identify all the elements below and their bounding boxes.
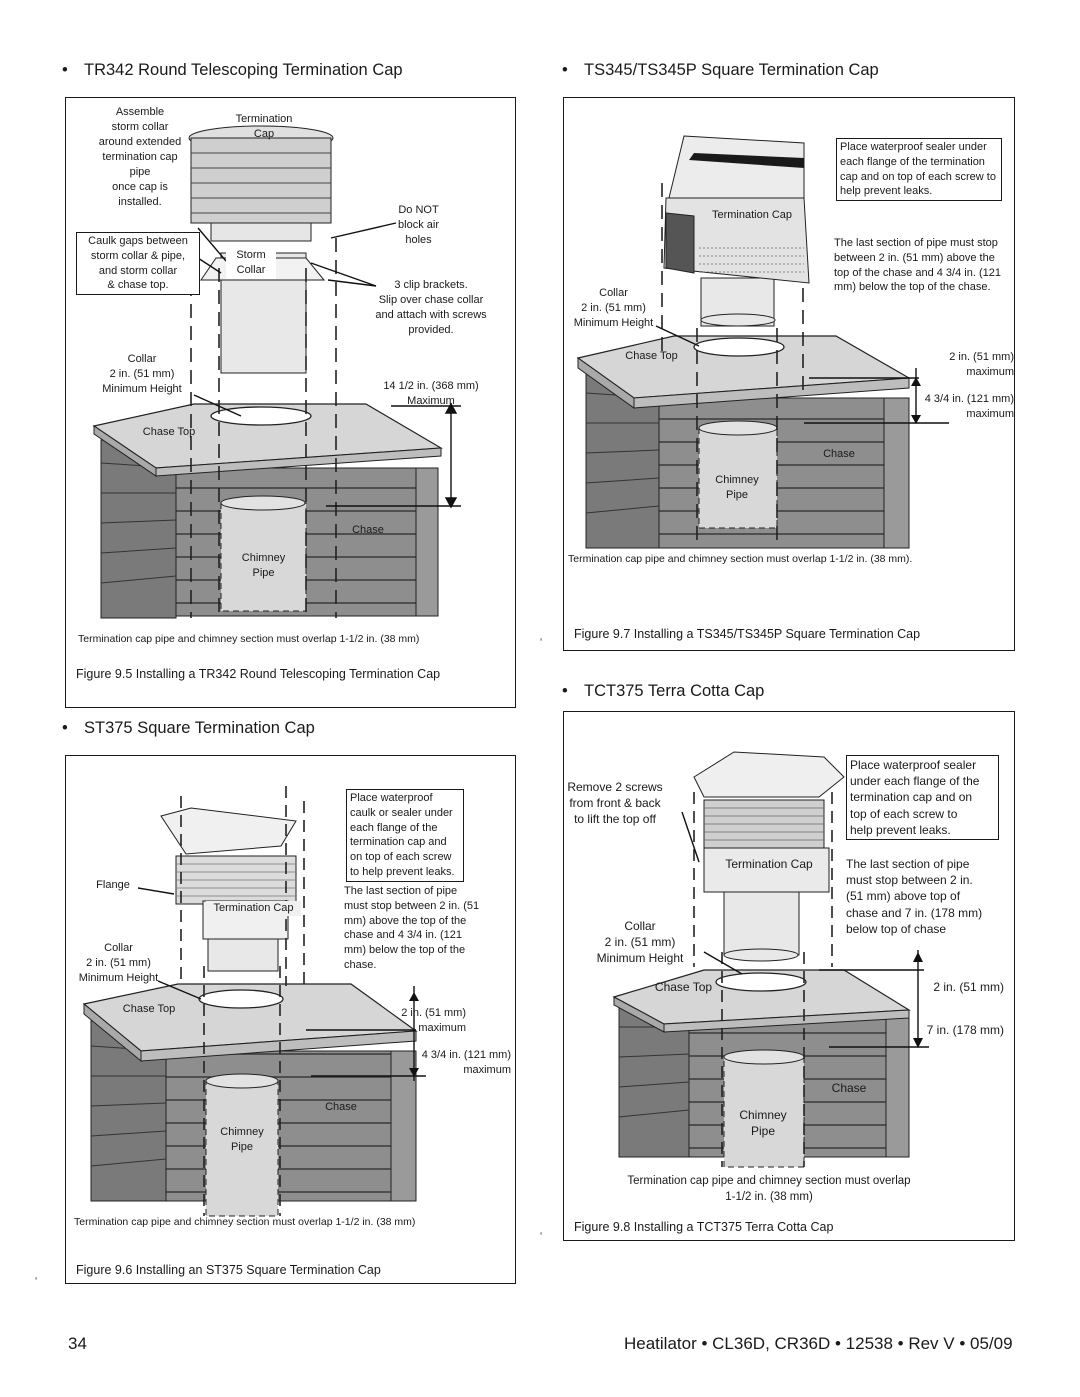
remove-screws-note: Remove 2 screws from front & back to lif… <box>567 780 663 826</box>
stray-mark: ‘ <box>540 1231 543 1242</box>
stray-mark: ‘ <box>35 1276 38 1287</box>
chimney-pipe-label: Chimney Pipe <box>715 474 759 501</box>
heading-ts345: •TS345/TS345P Square Termination Cap <box>562 61 879 79</box>
figure-9-5-caption: Figure 9.5 Installing a TR342 Round Tele… <box>76 667 441 681</box>
collar-label: Collar 2 in. (51 mm) Minimum Height <box>78 942 159 984</box>
document-info: Heatilator • CL36D, CR36D • 12538 • Rev … <box>624 1334 1013 1353</box>
chase-label: Chase <box>823 448 855 460</box>
stray-mark: ‘ <box>540 637 543 648</box>
termination-cap-label: Termination Cap <box>714 856 824 872</box>
last-section-note: The last section of pipe must stop betwe… <box>834 237 1001 294</box>
caulk-note: Caulk gaps between storm collar & pipe, … <box>76 232 200 296</box>
figure-9-8-panel: Place waterproof sealer under each flang… <box>563 711 1015 1241</box>
heading-st375: •ST375 Square Termination Cap <box>62 719 315 737</box>
dim-4in-label: 4 3/4 in. (121 mm) maximum <box>924 393 1014 420</box>
chase-top-label: Chase Top <box>625 350 678 362</box>
collar-label: Collar 2 in. (51 mm) Minimum Height <box>596 919 684 965</box>
page-number: 34 <box>68 1334 87 1353</box>
dim-2in-label: 2 in. (51 mm) maximum <box>949 351 1014 378</box>
figure-9-8-caption: Figure 9.8 Installing a TCT375 Terra Cot… <box>574 1220 834 1234</box>
figure-9-6-caption: Figure 9.6 Installing an ST375 Square Te… <box>76 1263 381 1277</box>
chase-top-label: Chase Top <box>654 980 713 994</box>
st375-illustration <box>82 786 426 1217</box>
assemble-note: Assemble storm collar around extended te… <box>98 106 182 208</box>
dim-4in-label: 4 3/4 in. (121 mm) maximum <box>421 1049 511 1076</box>
collar-label: Collar 2 in. (51 mm) Minimum Height <box>573 287 654 329</box>
overlap-note: Termination cap pipe and chimney section… <box>74 1216 416 1228</box>
chimney-pipe-label: Chimney Pipe <box>739 1108 787 1138</box>
ts345-illustration <box>576 135 949 549</box>
last-section-note: The last section of pipe must stop betwe… <box>846 857 983 936</box>
last-section-note: The last section of pipe must stop betwe… <box>344 885 480 971</box>
chimney-pipe-label: Chimney Pipe <box>241 552 286 579</box>
sealer-note: Place waterproof sealer under each flang… <box>846 755 999 841</box>
chase-label: Chase <box>352 524 384 536</box>
max-height-label: 14 1/2 in. (368 mm) Maximum <box>383 380 479 407</box>
chase-top-label: Chase Top <box>142 426 196 438</box>
termination-cap-label: Termination Cap <box>711 209 793 221</box>
chimney-pipe-label: Chimney Pipe <box>220 1126 264 1153</box>
figure-9-7-caption: Figure 9.7 Installing a TS345/TS345P Squ… <box>574 627 921 641</box>
dim-2in-label: 2 in. (51 mm) <box>933 980 1004 994</box>
chase-label: Chase <box>831 1081 867 1095</box>
overlap-note: Termination cap pipe and chimney section… <box>627 1175 911 1203</box>
sealer-note: Place waterproof sealer under each flang… <box>836 138 1002 202</box>
collar-label: Collar 2 in. (51 mm) Minimum Height <box>102 353 182 395</box>
flange-label: Flange <box>96 879 130 891</box>
termination-cap-label: Termination Cap <box>206 901 301 916</box>
overlap-note: Termination cap pipe and chimney section… <box>568 553 913 565</box>
chase-top-label: Chase Top <box>122 1003 176 1015</box>
storm-collar-label: Storm Collar <box>226 247 276 279</box>
heading-tct375: •TCT375 Terra Cotta Cap <box>562 682 765 700</box>
chase-label: Chase <box>325 1101 357 1113</box>
overlap-note: Termination cap pipe and chimney section… <box>78 633 420 645</box>
dim-2in-label: 2 in. (51 mm) maximum <box>401 1007 466 1034</box>
figure-9-6-panel: Place waterproof caulk or sealer under e… <box>65 755 516 1284</box>
termination-cap-label: Termination Cap <box>235 113 293 140</box>
clip-brackets-note: 3 clip brackets. Slip over chase collar … <box>375 279 487 336</box>
sealer-note: Place waterproof caulk or sealer under e… <box>346 789 464 882</box>
figure-9-5-panel: Assemble storm collar around extended te… <box>65 97 516 708</box>
dim-7in-label: 7 in. (178 mm) <box>926 1023 1004 1037</box>
figure-9-7-panel: Place waterproof sealer under each flang… <box>563 97 1015 651</box>
do-not-block-note: Do NOT block air holes <box>398 204 439 246</box>
heading-tr342: •TR342 Round Telescoping Termination Cap <box>62 61 403 79</box>
